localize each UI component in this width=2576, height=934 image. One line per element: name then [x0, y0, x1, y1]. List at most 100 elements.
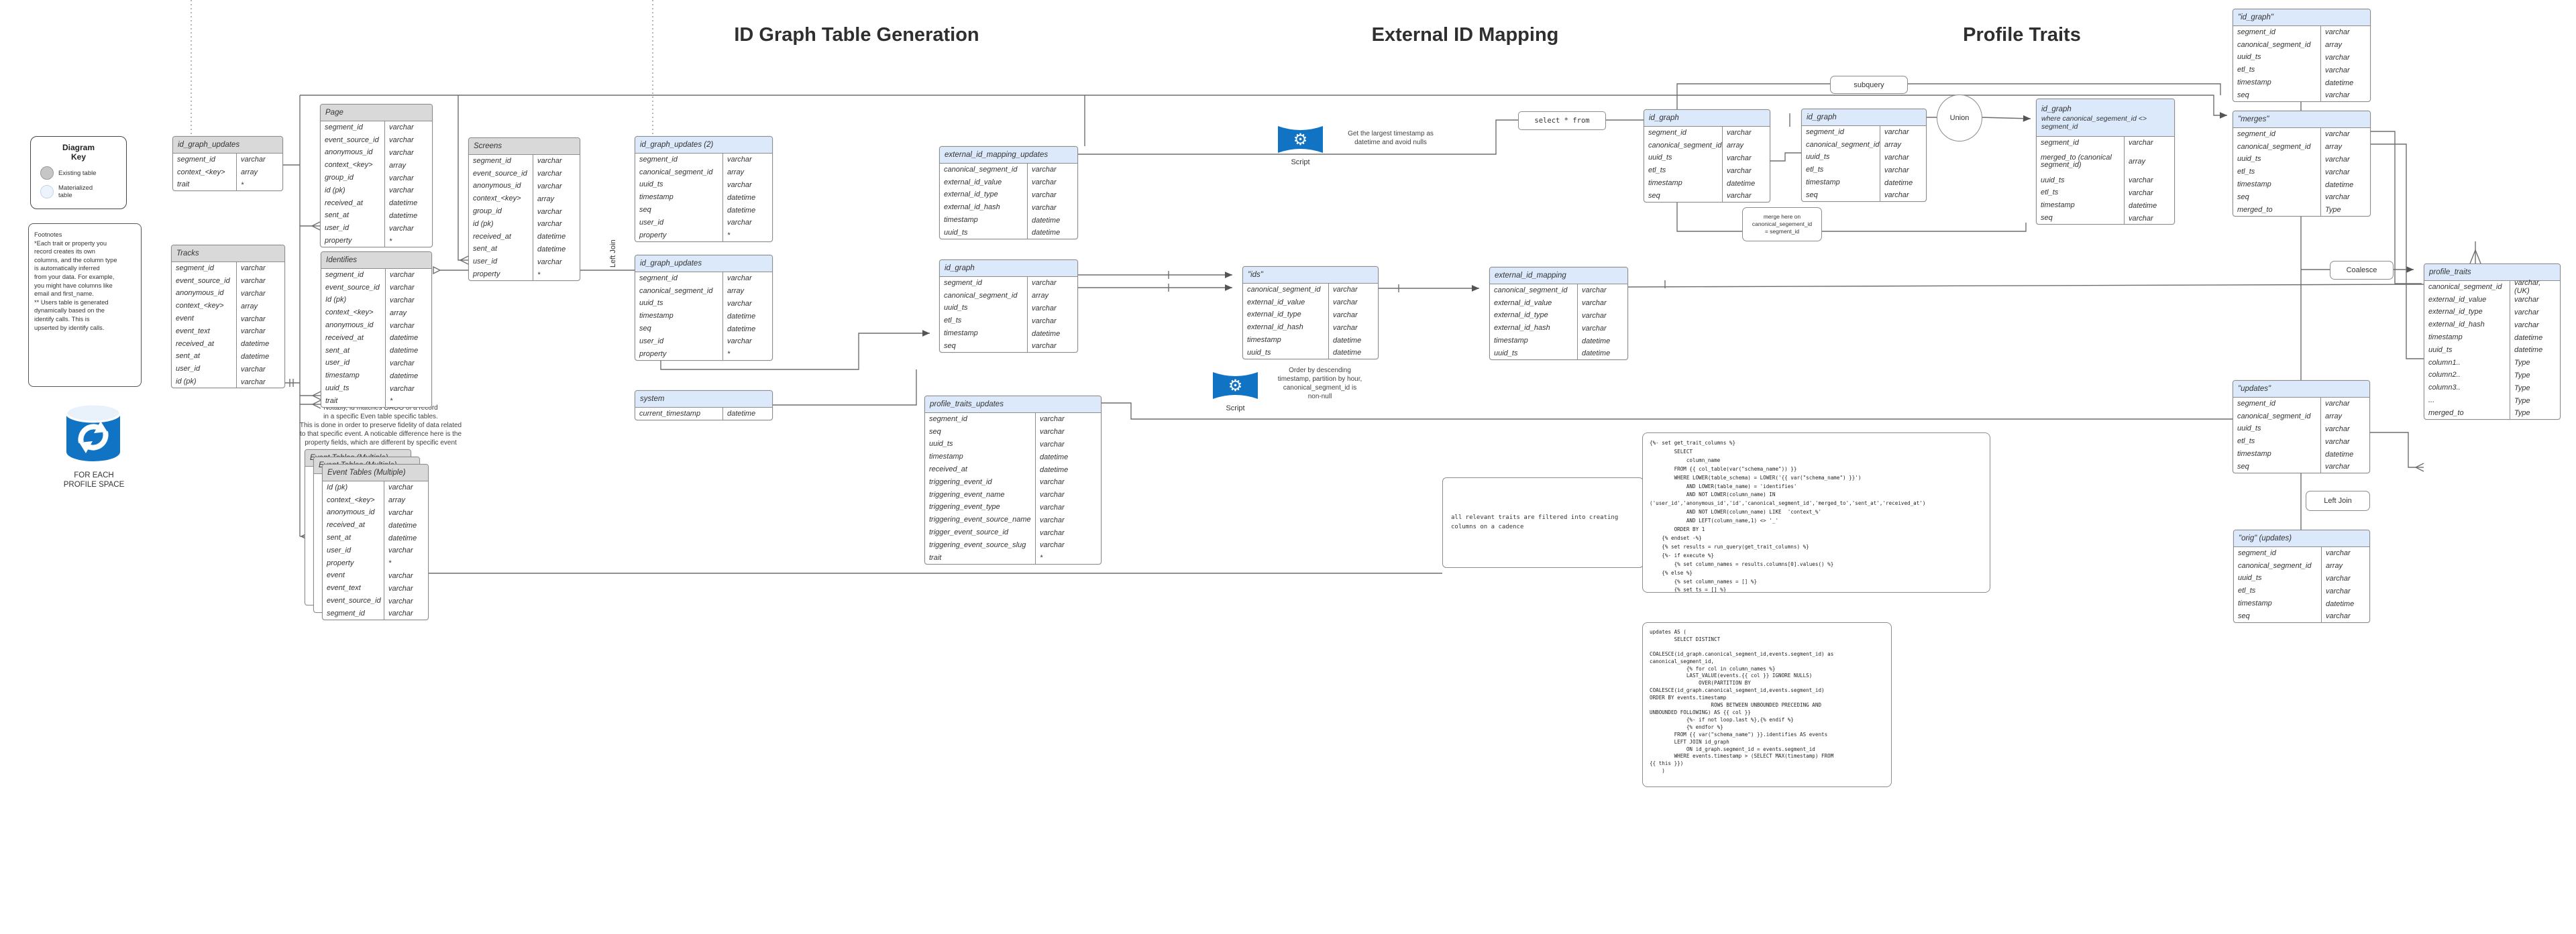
field-type: datetime: [388, 521, 417, 530]
field-type: datetime: [537, 245, 566, 253]
field-type: varchar: [2129, 188, 2153, 197]
script-icon[interactable]: ⚙: [1213, 369, 1258, 402]
table-title-text: Tracks: [176, 249, 199, 257]
field-type: array: [2129, 158, 2146, 166]
field-type: *: [241, 180, 244, 189]
table-row: context_<key>array: [321, 306, 431, 320]
script-icon[interactable]: ⚙: [1278, 123, 1323, 156]
table-title-text: Identifies: [326, 256, 358, 264]
table-title: system: [635, 391, 772, 408]
table-title-text: "id_graph": [2238, 13, 2273, 21]
field-name: event_source_id: [172, 274, 237, 288]
field-name: timestamp: [2233, 448, 2321, 461]
field-type: datetime: [1032, 329, 1061, 338]
field-type: *: [390, 397, 393, 406]
field-type: array: [2325, 143, 2343, 152]
left-join-node[interactable]: Left Join: [2306, 491, 2370, 511]
field-name: etl_ts: [1644, 164, 1723, 178]
field-type: datetime: [2325, 78, 2354, 87]
field-type: varchar: [537, 220, 562, 229]
table-title: "orig" (updates): [2234, 530, 2369, 547]
field-type: varchar: [727, 219, 752, 227]
field-type: varchar: [241, 289, 266, 298]
script1-note: Get the largest timestamp as datetime an…: [1348, 130, 1434, 146]
table-title: id_graph_updates (2): [635, 137, 772, 154]
field-type: varchar: [2325, 155, 2350, 164]
field-type: varchar: [2129, 176, 2153, 185]
field-name: user_id: [469, 255, 533, 269]
field-name: canonical_segment_id: [2234, 559, 2322, 573]
field-type: array: [727, 287, 745, 296]
table-title-text: system: [640, 395, 665, 403]
table-title: "id_graph": [2233, 9, 2370, 26]
field-type: varchar: [2325, 463, 2350, 471]
field-type: varchar: [1884, 128, 1909, 137]
field-type: varchar: [727, 299, 752, 308]
field-name: timestamp: [2233, 76, 2321, 89]
merge-note-node[interactable]: merge here on canonical_segement_id = se…: [1742, 207, 1822, 241]
sql-updates[interactable]: updates AS ( SELECT DISTINCT COALESCE(id…: [1642, 622, 1892, 787]
traits-filter-note[interactable]: all relevant traits are filtered into cr…: [1442, 477, 1644, 568]
field-name: event_source_id: [469, 167, 533, 180]
coalesce-node[interactable]: Coalesce: [2330, 261, 2394, 280]
traits-filter-note-text: all relevant traits are filtered into cr…: [1451, 514, 1619, 530]
field-name: uuid_ts: [2233, 422, 2321, 436]
field-name: event: [172, 312, 237, 325]
left-join-vertical-label: Left Join: [609, 239, 617, 268]
field-name: uuid_ts: [940, 226, 1028, 239]
union-node[interactable]: Union: [1937, 95, 1982, 141]
for-each-profile-space-icon[interactable]: [59, 401, 127, 468]
field-name: timestamp: [925, 451, 1036, 464]
field-type: datetime: [1884, 178, 1913, 187]
subquery-node[interactable]: subquery: [1830, 76, 1908, 94]
event-tables-note: Notably, id matches OAOO of a record in …: [299, 404, 462, 447]
field-type: varchar: [1032, 316, 1057, 325]
sql-get-trait-columns[interactable]: {%- set get_trait_columns %} SELECT colu…: [1642, 432, 1990, 593]
select-from-node[interactable]: select * from: [1518, 111, 1606, 130]
field-type: varchar: [1582, 311, 1607, 320]
field-type: varchar: [389, 136, 414, 145]
